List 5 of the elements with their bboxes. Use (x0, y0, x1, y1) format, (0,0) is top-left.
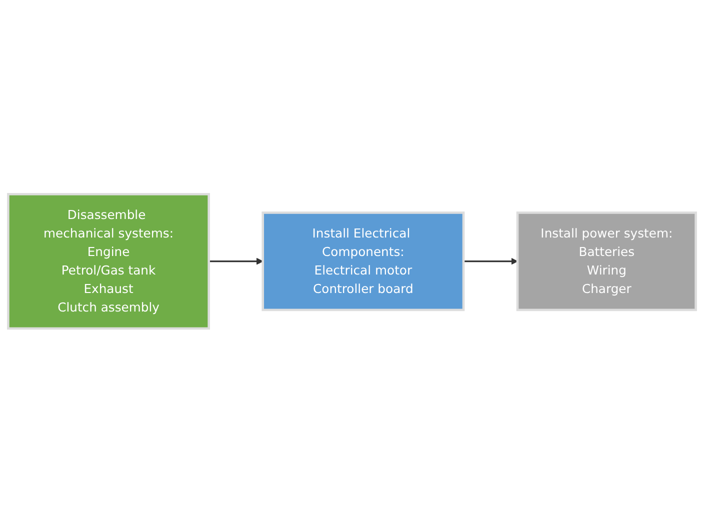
node-box: Install power system: Batteries Wiring Charger (516, 212, 697, 312)
node-box: Disassemble mechanical systems: Engine Petrol/Gas tank Exhaust Clutch assembly (7, 193, 210, 330)
arrow (464, 258, 518, 265)
node-box: Install Electrical Components: Electrical motor Controller board (262, 212, 465, 312)
arrow (208, 258, 264, 265)
